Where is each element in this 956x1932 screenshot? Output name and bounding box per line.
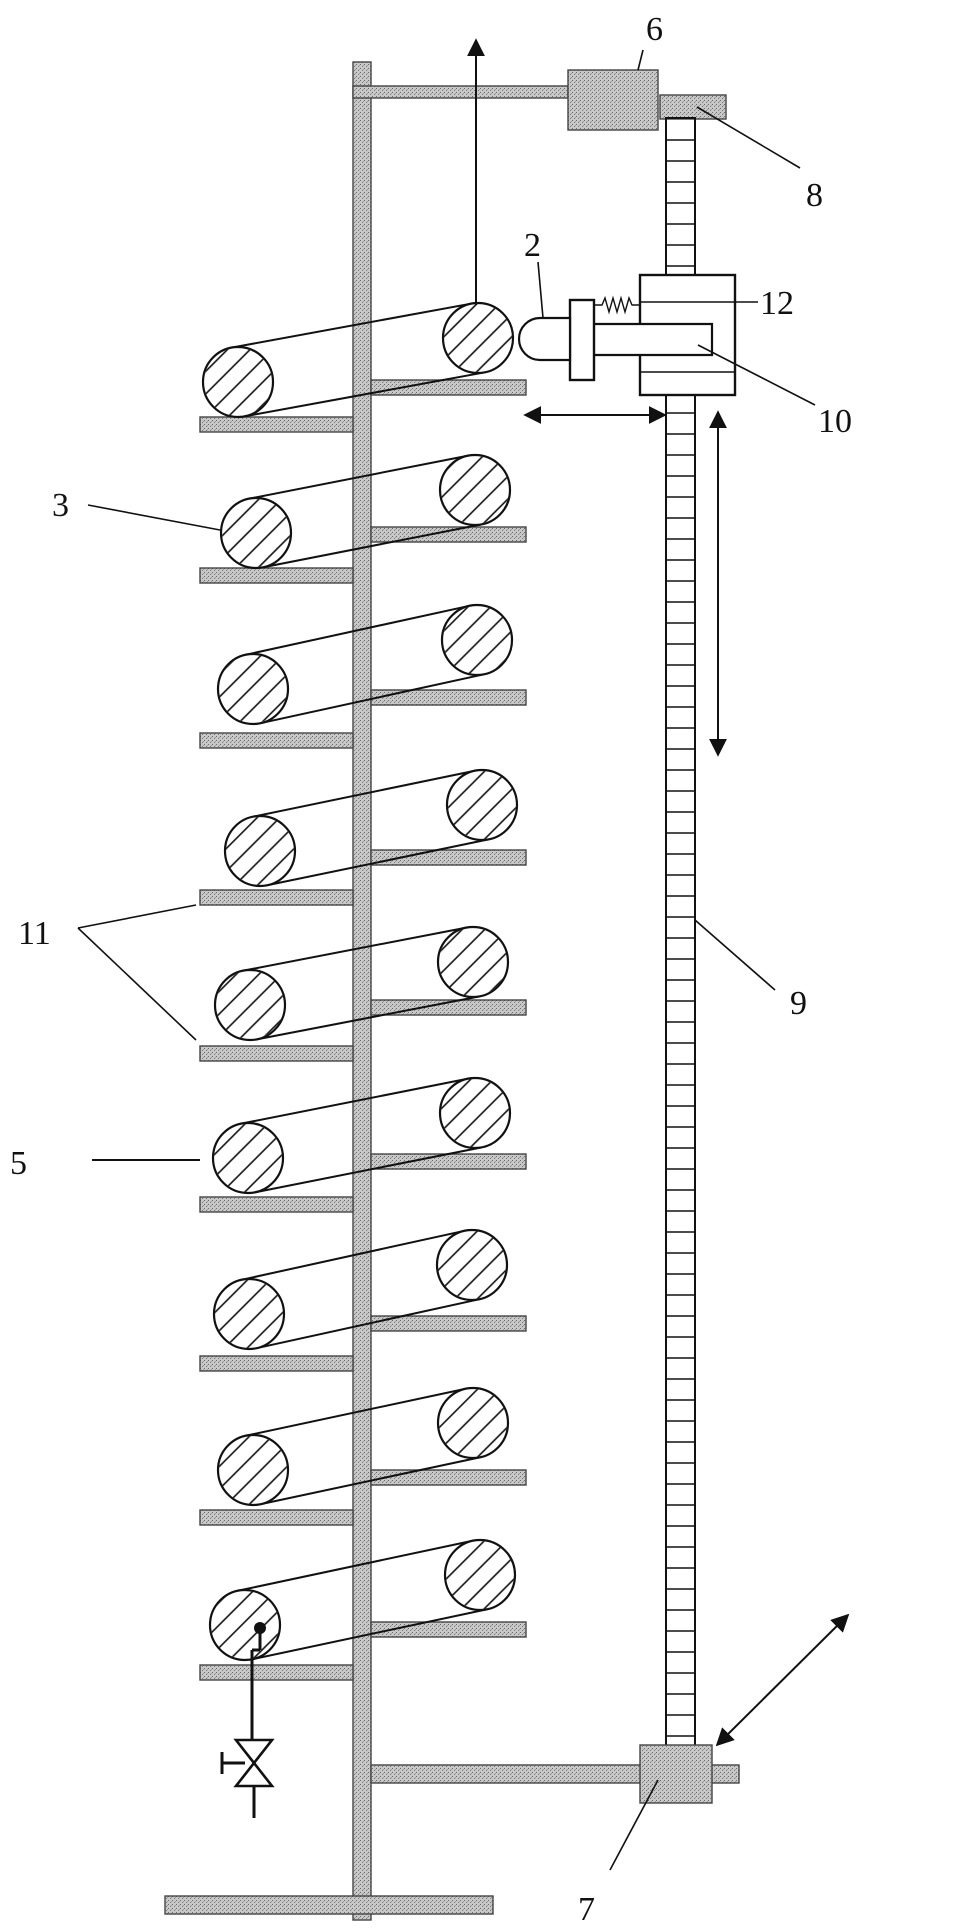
roll-hatching [441, 456, 509, 524]
roll-hatching [446, 1541, 514, 1609]
leader-9 [695, 920, 775, 990]
roll-hatching [216, 971, 284, 1039]
leader-6 [638, 50, 643, 70]
central-column [353, 62, 371, 1920]
spring [594, 298, 640, 312]
top-drive-block [568, 70, 658, 130]
diagonal-motion-arrow [717, 1615, 848, 1745]
label-6: 6 [646, 11, 663, 48]
top-bracket [660, 95, 726, 119]
shelf-left [200, 1197, 353, 1212]
roll-hatching [439, 928, 507, 996]
shelf-right [371, 1470, 526, 1485]
shelf-left [200, 568, 353, 583]
leader-11b [78, 928, 196, 1040]
roll-hatching [214, 1124, 282, 1192]
label-12: 12 [760, 285, 794, 322]
base-plate [165, 1896, 493, 1914]
roll-hatching [215, 1280, 283, 1348]
shelf-left [200, 417, 353, 432]
leader-8 [697, 107, 800, 168]
shelf-right [371, 690, 526, 705]
carriage-assembly [519, 275, 735, 395]
roll-hatching [211, 1591, 279, 1659]
leader-7 [610, 1780, 658, 1870]
shelf-right [371, 1154, 526, 1169]
shelf-left [200, 1046, 353, 1061]
leader-3 [88, 505, 220, 530]
shelf-right [371, 527, 526, 542]
belt-edge [232, 304, 472, 348]
label-3: 3 [52, 487, 69, 524]
roll-hatching [448, 771, 516, 839]
clamp-plate [570, 300, 594, 380]
roll-hatching [204, 348, 272, 416]
shelf-right [371, 850, 526, 865]
label-9: 9 [790, 985, 807, 1022]
probe-head [519, 318, 570, 360]
roll-hatching [219, 655, 287, 723]
roll-hatching [439, 1389, 507, 1457]
shelf-left [200, 733, 353, 748]
leader-11a [78, 905, 196, 928]
roll-hatching [441, 1079, 509, 1147]
roll-hatching [219, 1436, 287, 1504]
label-8: 8 [806, 177, 823, 214]
roll-hatching [226, 817, 294, 885]
roll-hatching [443, 606, 511, 674]
roll-hatching [222, 499, 290, 567]
shelf-left [200, 890, 353, 905]
shelf-right [371, 380, 526, 395]
label-2: 2 [524, 227, 541, 264]
leader-2 [538, 262, 543, 318]
top-arm [353, 86, 568, 98]
label-5: 5 [10, 1145, 27, 1182]
roll-hatching [444, 304, 512, 372]
shelf-left [200, 1356, 353, 1371]
label-10: 10 [818, 403, 852, 440]
shelf-left [200, 1510, 353, 1525]
roll-hatching [438, 1231, 506, 1299]
shelf-left [200, 1665, 353, 1680]
label-7: 7 [578, 1891, 595, 1928]
label-11: 11 [18, 915, 51, 952]
